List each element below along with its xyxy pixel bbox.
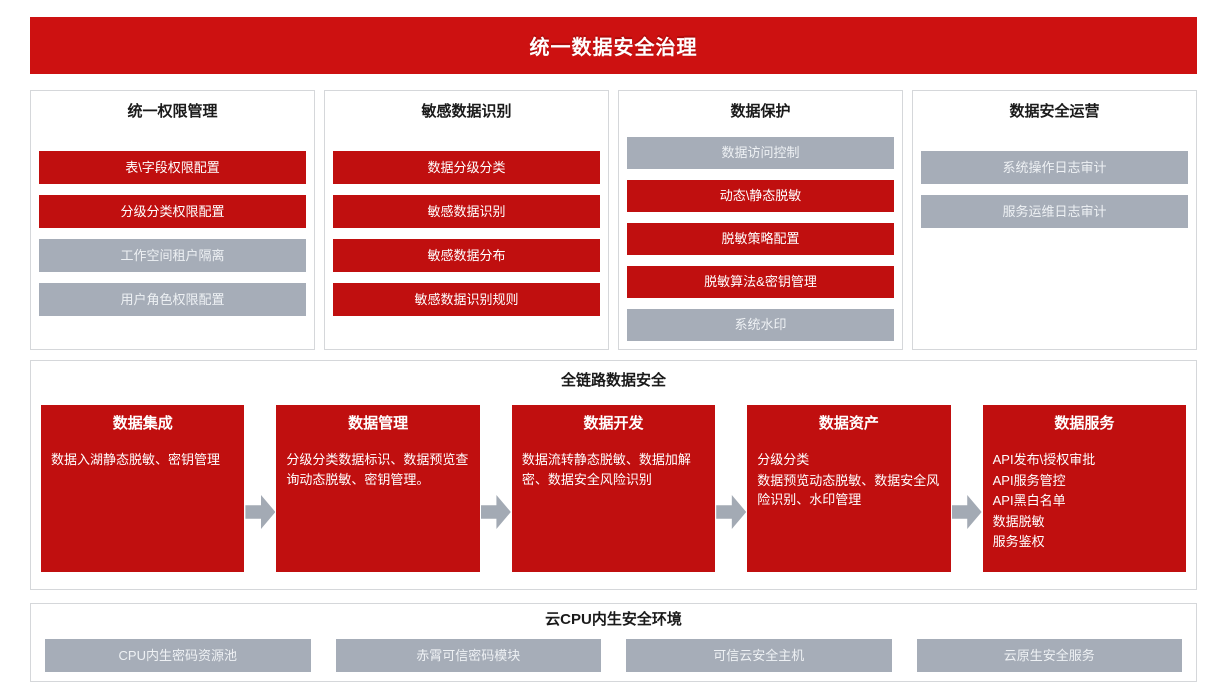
- page-title: 统一数据安全治理: [529, 37, 698, 59]
- section-cloud-cpu-security: 云CPU内生安全环境 CPU内生密码资源池 赤霄可信密码模块 可信云安全主机 云…: [30, 603, 1197, 682]
- capability-item: 敏感数据识别规则: [333, 283, 600, 316]
- panel-items: 数据访问控制 动态\静态脱敏 脱敏策略配置 脱敏算法&密钥管理 系统水印: [627, 137, 894, 341]
- stage-body: 分级分类 数据预览动态脱敏、数据安全风险识别、水印管理: [757, 450, 940, 510]
- stage-line: 分级分类: [757, 452, 810, 467]
- stage-data-services: 数据服务 API发布\授权审批 API服务管控 API黑白名单 数据脱敏 服务鉴…: [982, 405, 1187, 572]
- capability-item: 敏感数据识别: [333, 195, 600, 228]
- stage-line: 服务鉴权: [992, 534, 1045, 549]
- capability-item: 系统水印: [627, 309, 894, 341]
- panel-unified-permission: 统一权限管理 表\字段权限配置 分级分类权限配置 工作空间租户隔离 用户角色权限…: [30, 90, 315, 350]
- capability-item: 系统操作日志审计: [921, 151, 1188, 184]
- stage-title: 数据资产: [818, 415, 879, 432]
- foundation-item: 云原生安全服务: [916, 639, 1182, 672]
- foundation-items: CPU内生密码资源池 赤霄可信密码模块 可信云安全主机 云原生安全服务: [45, 639, 1182, 672]
- stage-data-assets: 数据资产 分级分类 数据预览动态脱敏、数据安全风险识别、水印管理: [747, 405, 951, 572]
- section-title: 云CPU内生安全环境: [545, 611, 682, 628]
- capability-item: 动态\静态脱敏: [627, 180, 894, 212]
- stage-line: API服务管控: [992, 472, 1066, 488]
- section-full-chain-security: 全链路数据安全 数据集成 数据入湖静态脱敏、密钥管理 数据管理 分级分类数据标识…: [30, 360, 1197, 590]
- top-banner: 统一数据安全治理: [30, 17, 1197, 74]
- stage-line: 数据流转静态脱敏、数据加解密、数据安全风险识别: [521, 452, 691, 487]
- foundation-item: 可信云安全主机: [626, 639, 892, 672]
- panel-title: 敏感数据识别: [421, 103, 512, 120]
- stage-title: 数据开发: [583, 415, 644, 432]
- stage-line: 数据脱敏: [992, 513, 1045, 529]
- stage-line: API发布\授权审批: [992, 452, 1096, 467]
- stage-line: 分级分类数据标识、数据预览查询动态脱敏、密钥管理。: [286, 452, 469, 487]
- panel-data-protection: 数据保护 数据访问控制 动态\静态脱敏 脱敏策略配置 脱敏算法&密钥管理 系统水…: [618, 90, 903, 350]
- panel-items: 数据分级分类 敏感数据识别 敏感数据分布 敏感数据识别规则: [333, 151, 600, 316]
- panel-sensitive-data-identification: 敏感数据识别 数据分级分类 敏感数据识别 敏感数据分布 敏感数据识别规则: [324, 90, 609, 350]
- panel-items: 系统操作日志审计 服务运维日志审计: [921, 151, 1188, 228]
- stage-data-integration: 数据集成 数据入湖静态脱敏、密钥管理: [41, 405, 245, 572]
- stage-body: 数据入湖静态脱敏、密钥管理: [51, 450, 234, 470]
- capability-item: 表\字段权限配置: [39, 151, 306, 184]
- capability-item: 脱敏算法&密钥管理: [627, 266, 894, 298]
- panel-title: 数据保护: [730, 103, 791, 120]
- capability-panels-row: 统一权限管理 表\字段权限配置 分级分类权限配置 工作空间租户隔离 用户角色权限…: [30, 90, 1197, 350]
- stage-title: 数据服务: [1054, 415, 1115, 432]
- right-arrow-icon: [951, 495, 982, 529]
- capability-item: 用户角色权限配置: [39, 283, 306, 316]
- stage-body: 分级分类数据标识、数据预览查询动态脱敏、密钥管理。: [286, 450, 469, 489]
- chain-stages: 数据集成 数据入湖静态脱敏、密钥管理 数据管理 分级分类数据标识、数据预览查询动…: [41, 405, 1187, 572]
- panel-items: 表\字段权限配置 分级分类权限配置 工作空间租户隔离 用户角色权限配置: [39, 151, 306, 316]
- capability-item: 脱敏策略配置: [627, 223, 894, 255]
- stage-line: 数据入湖静态脱敏、密钥管理: [51, 452, 221, 467]
- stage-title: 数据管理: [348, 415, 409, 432]
- stage-data-management: 数据管理 分级分类数据标识、数据预览查询动态脱敏、密钥管理。: [276, 405, 480, 572]
- capability-item: 数据访问控制: [627, 137, 894, 169]
- capability-item: 服务运维日志审计: [921, 195, 1188, 228]
- section-title: 全链路数据安全: [560, 372, 666, 389]
- stage-title: 数据集成: [112, 415, 173, 432]
- stage-line: API黑白名单: [992, 493, 1066, 508]
- capability-item: 分级分类权限配置: [39, 195, 306, 228]
- foundation-item: CPU内生密码资源池: [45, 639, 311, 672]
- stage-data-development: 数据开发 数据流转静态脱敏、数据加解密、数据安全风险识别: [511, 405, 716, 572]
- stage-body: 数据流转静态脱敏、数据加解密、数据安全风险识别: [522, 450, 705, 489]
- right-arrow-icon: [245, 495, 276, 529]
- right-arrow-icon: [480, 495, 511, 529]
- capability-item: 数据分级分类: [333, 151, 600, 184]
- stage-body: API发布\授权审批 API服务管控 API黑白名单 数据脱敏 服务鉴权: [993, 450, 1176, 552]
- stage-line: 数据预览动态脱敏、数据安全风险识别、水印管理: [757, 472, 940, 508]
- capability-item: 敏感数据分布: [333, 239, 600, 272]
- right-arrow-icon: [716, 495, 747, 529]
- foundation-item: 赤霄可信密码模块: [335, 639, 601, 672]
- panel-title: 数据安全运营: [1009, 103, 1100, 120]
- panel-title: 统一权限管理: [127, 103, 218, 120]
- capability-item: 工作空间租户隔离: [39, 239, 306, 272]
- panel-security-operations: 数据安全运营 系统操作日志审计 服务运维日志审计: [912, 90, 1197, 350]
